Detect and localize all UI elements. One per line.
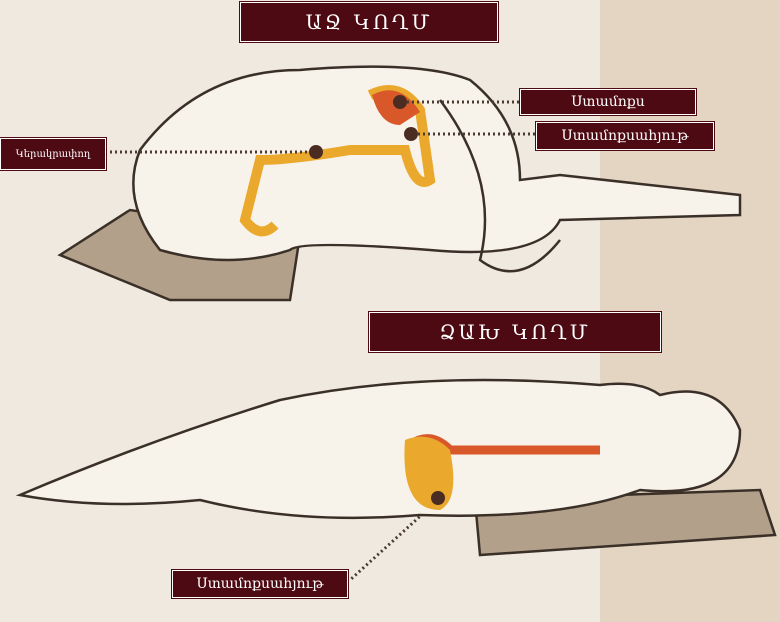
pointer-lines xyxy=(105,100,535,582)
stomach-bottom xyxy=(404,436,454,510)
title-right-side: ԱՋ ԿՈՂՄ xyxy=(239,1,499,43)
label-esophagus: Կերակրափող xyxy=(0,137,107,171)
figure-right-side xyxy=(57,65,742,302)
label-stomach: Ստամոքս xyxy=(519,88,697,116)
label-gastric-juice-top: Ստամոքսահյութ xyxy=(535,121,715,151)
title-left-side: ՁԱԽ ԿՈՂՄ xyxy=(368,311,662,353)
figure-left-side xyxy=(15,378,777,557)
label-gastric-juice-bottom: Ստամոքսահյութ xyxy=(171,569,349,599)
